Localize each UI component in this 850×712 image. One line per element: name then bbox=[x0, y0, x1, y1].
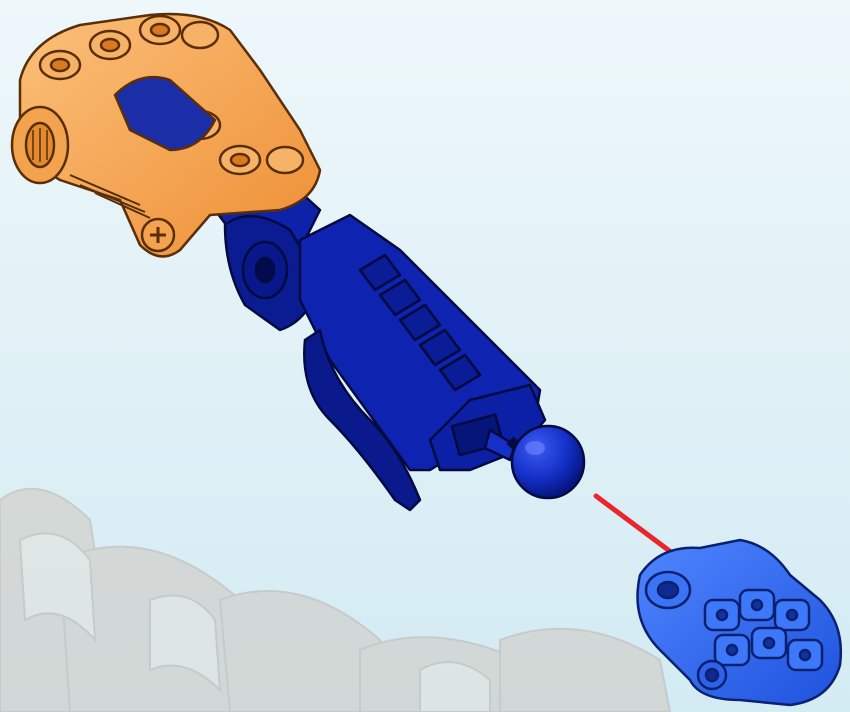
blue-ball-joint bbox=[510, 426, 584, 498]
